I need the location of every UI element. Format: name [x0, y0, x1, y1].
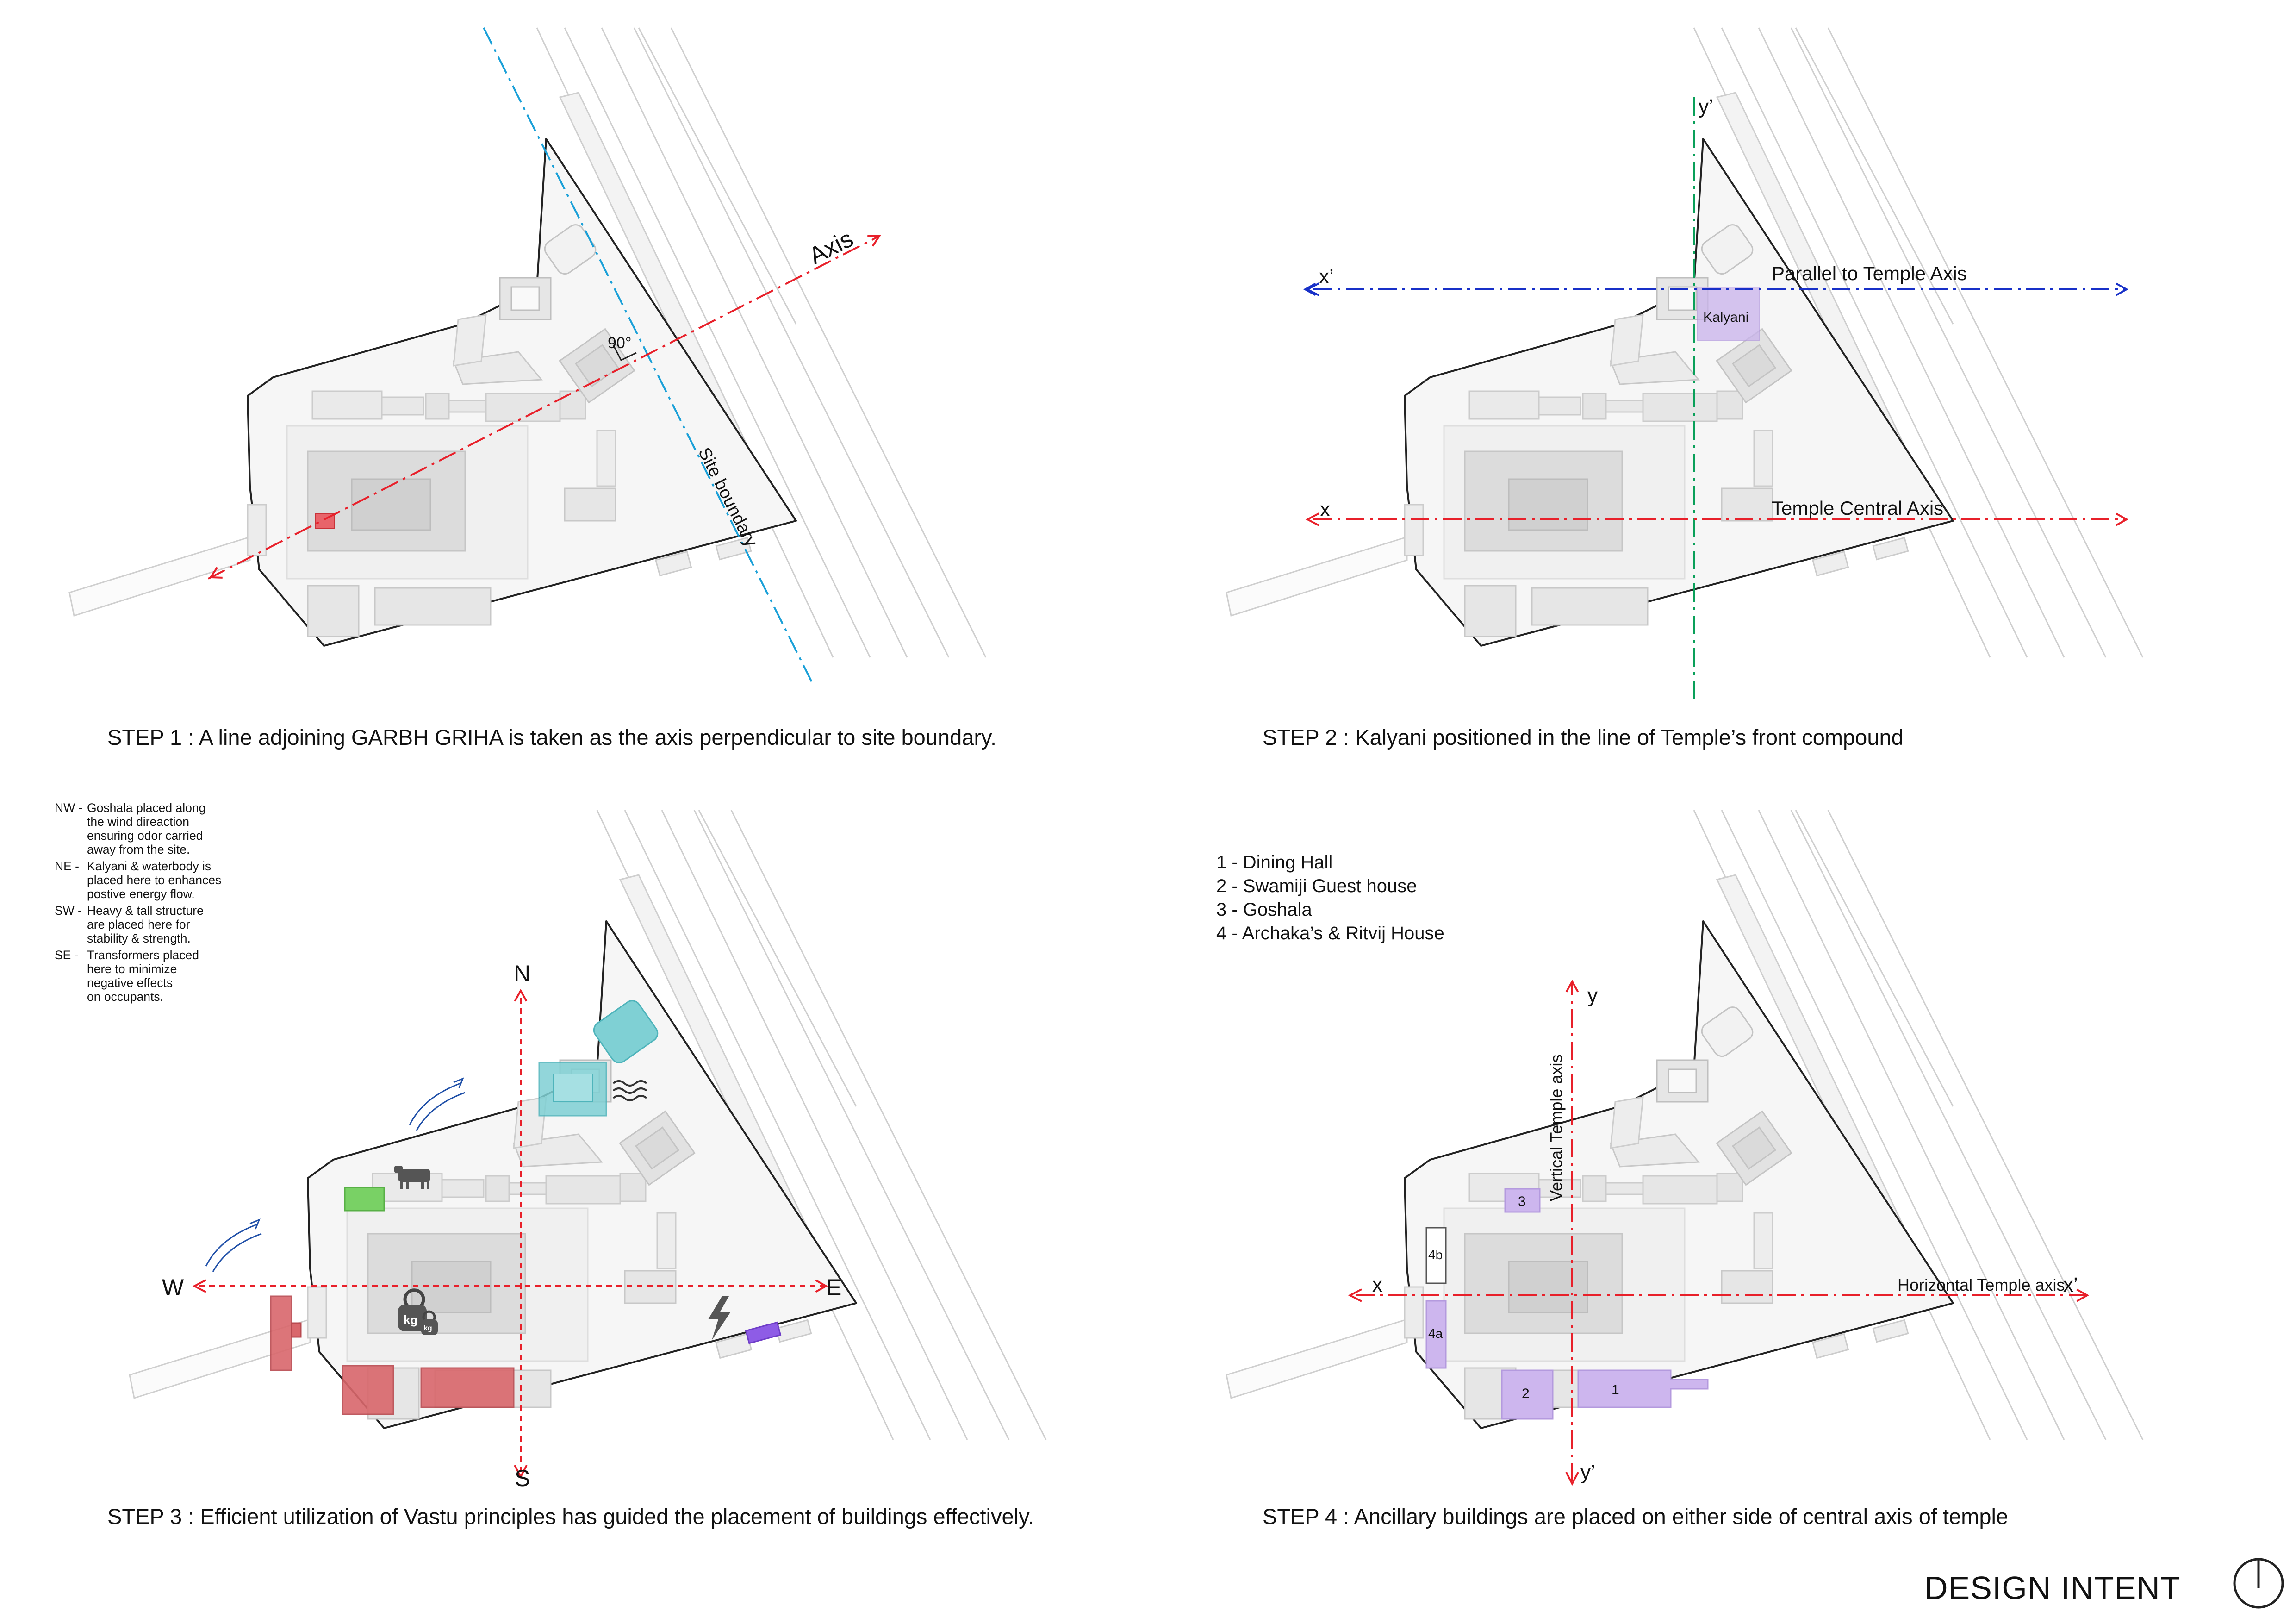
note-ne: NE -Kalyani & waterbody is placed here t…: [55, 859, 222, 901]
note-se: SE -Transformers placed here to minimize…: [55, 948, 199, 1004]
waterbody-block: [593, 1000, 659, 1063]
building-4b: [1425, 1227, 1447, 1284]
building-2-label: 2: [1522, 1386, 1530, 1401]
site-boundary-line: [483, 27, 813, 683]
x-label: x: [1320, 498, 1330, 521]
axis-label: Axis: [805, 225, 858, 269]
kalyani-label: Kalyani: [1703, 310, 1748, 325]
step3-caption: STEP 3 : Efficient utilization of Vastu …: [107, 1504, 1034, 1529]
east-label: E: [826, 1274, 841, 1300]
heavy-structure-block: [342, 1365, 394, 1415]
building-2-guest-house: [1501, 1369, 1554, 1420]
panel-step2: Kalyani y’ x’ Parallel to Temple Axis x …: [1226, 27, 2144, 699]
north-arrow-icon: [2233, 1558, 2284, 1609]
svg-text:kg: kg: [404, 1313, 417, 1327]
weight-icon: kg kg: [398, 1288, 438, 1335]
page-title: DESIGN INTENT: [1924, 1570, 2181, 1606]
west-label: W: [162, 1274, 184, 1300]
vastu-notes: NW -Goshala placed along the wind direac…: [55, 801, 240, 1006]
svg-text:kg: kg: [423, 1324, 432, 1332]
panel-step1: 90° Axis Site boundary: [68, 27, 987, 683]
angle-label: 90°: [608, 334, 631, 352]
south-label: S: [515, 1465, 530, 1491]
legend-item: 1 - Dining Hall: [1216, 852, 1333, 873]
legend-item: 4 - Archaka’s & Ritvij House: [1216, 923, 1444, 943]
panel-step4: 3 4b 4a 2 1 y y’ x x’ Vertical Temple ax…: [1226, 809, 2144, 1486]
parallel-axis-label: Parallel to Temple Axis: [1772, 262, 1967, 284]
legend-item: 3 - Goshala: [1216, 899, 1312, 920]
north-label: N: [514, 961, 530, 987]
building-4b-label: 4b: [1428, 1248, 1443, 1262]
panel-step3: kg kg N S W E: [129, 809, 1047, 1491]
cow-icon: [394, 1166, 430, 1189]
step1-caption: STEP 1 : A line adjoining GARBH GRIHA is…: [107, 725, 997, 750]
y-prime-label: y’: [1699, 95, 1713, 118]
waves-icon: [612, 1080, 647, 1101]
site-plan: [1226, 27, 2144, 658]
heavy-structure-block: [420, 1367, 515, 1408]
y-label: y: [1587, 984, 1598, 1007]
kalyani-highlight: [1697, 287, 1760, 341]
transformer-block: [745, 1321, 782, 1344]
building-1-label: 1: [1612, 1382, 1619, 1398]
building-4a-label: 4a: [1428, 1326, 1443, 1341]
right-angle-marker: [612, 344, 637, 361]
wind-arrow-icon: [205, 1077, 466, 1272]
building-1-dining-hall: [1577, 1369, 1709, 1408]
vertical-axis-label: Vertical Temple axis: [1547, 1055, 1566, 1201]
site-plan: [68, 27, 987, 658]
site-plan: [129, 809, 1047, 1441]
y-prime-label: y’: [1580, 1461, 1595, 1484]
x-prime-label: x’: [1319, 265, 1334, 288]
note-nw: NW -Goshala placed along the wind direac…: [55, 801, 206, 856]
axis-line: [208, 235, 881, 580]
x-label: x: [1372, 1274, 1382, 1296]
building-legend: 1 - Dining Hall 2 - Swamiji Guest house …: [1216, 851, 1444, 945]
building-3-goshala: [1504, 1188, 1541, 1213]
step4-caption: STEP 4 : Ancillary buildings are placed …: [1263, 1504, 2009, 1529]
x-prime-label: x’: [2063, 1274, 2078, 1296]
step2-caption: STEP 2 : Kalyani positioned in the line …: [1263, 725, 1904, 750]
lightning-icon: [708, 1296, 730, 1340]
note-sw: SW -Heavy & tall structure are placed he…: [55, 904, 204, 945]
building-4a: [1425, 1300, 1447, 1369]
goshala-block: [344, 1187, 385, 1212]
heavy-structure-block: [270, 1295, 292, 1371]
building-3-label: 3: [1518, 1194, 1526, 1209]
central-axis-label: Temple Central Axis: [1772, 497, 1943, 519]
horizontal-axis-label: Horizontal Temple axis: [1898, 1275, 2065, 1294]
legend-item: 2 - Swamiji Guest house: [1216, 876, 1417, 896]
